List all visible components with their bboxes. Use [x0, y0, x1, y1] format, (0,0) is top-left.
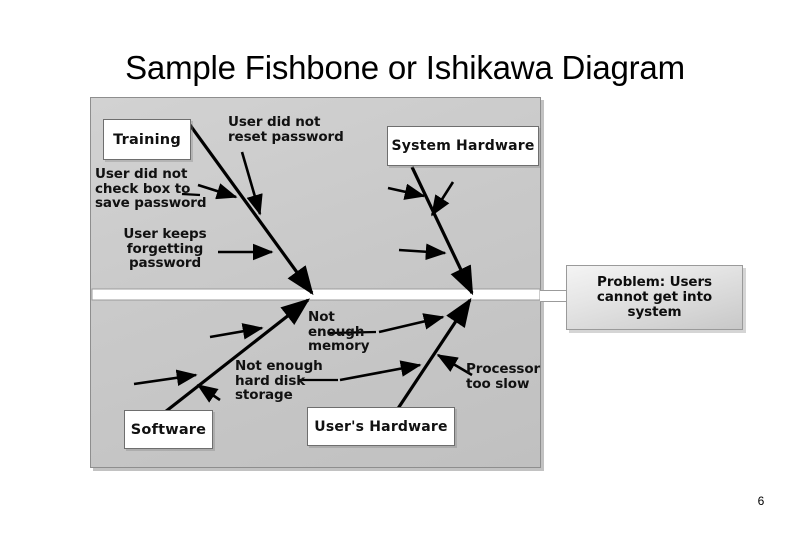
- page-title: Sample Fishbone or Ishikawa Diagram: [125, 49, 685, 86]
- page-number: 6: [757, 494, 765, 508]
- cause-label-processor-too-slow: Processor too slow: [466, 361, 541, 392]
- problem-statement-text: Problem: Users cannot get into system: [596, 273, 713, 321]
- leader-check-box: [181, 192, 201, 197]
- subbone-sw-mid: [133, 369, 198, 386]
- bone-software: [164, 298, 311, 414]
- category-label-software: Software: [130, 421, 207, 438]
- spine-group: [91, 288, 541, 301]
- cause-label-hard-disk-storage: Not enough hard disk storage: [235, 358, 323, 404]
- bone-system-hardware: [410, 166, 474, 296]
- category-label-users-hardware: User's Hardware: [314, 418, 448, 435]
- bone-users-hardware: [395, 297, 472, 411]
- cause-label-check-box: User did not check box to save password: [95, 166, 207, 212]
- category-box-system-hardware[interactable]: System Hardware: [387, 126, 539, 166]
- spine-connector: [540, 290, 568, 302]
- spine-bar: [91, 288, 541, 301]
- subbone-check-box: [197, 183, 238, 200]
- leader-memory: [327, 330, 377, 335]
- cause-label-reset-password: User did not reset password: [228, 114, 344, 145]
- category-label-training: Training: [113, 131, 181, 148]
- subbone-processor: [436, 353, 473, 377]
- subbone-sh-lower-left: [398, 243, 447, 261]
- category-box-software[interactable]: Software: [124, 410, 213, 449]
- subbone-sw-lower: [196, 383, 221, 403]
- subbone-reset-password: [240, 151, 263, 216]
- subbone-sh-upper-left: [387, 183, 426, 200]
- subbone-hard-disk: [339, 360, 422, 382]
- category-label-system-hardware: System Hardware: [391, 138, 535, 154]
- subbone-sh-upper-right: [430, 181, 455, 217]
- fishbone-figure: Training System Hardware Software User's…: [90, 97, 547, 474]
- category-box-users-hardware[interactable]: User's Hardware: [307, 407, 455, 446]
- subbone-sw-upper: [209, 323, 264, 340]
- cause-label-not-enough-memory: Not enough memory: [308, 309, 370, 355]
- cause-label-forgetting-password: User keeps forgetting password: [123, 226, 207, 272]
- subbone-memory: [378, 313, 445, 334]
- category-box-training[interactable]: Training: [103, 119, 191, 160]
- problem-statement-box[interactable]: Problem: Users cannot get into system: [566, 265, 743, 330]
